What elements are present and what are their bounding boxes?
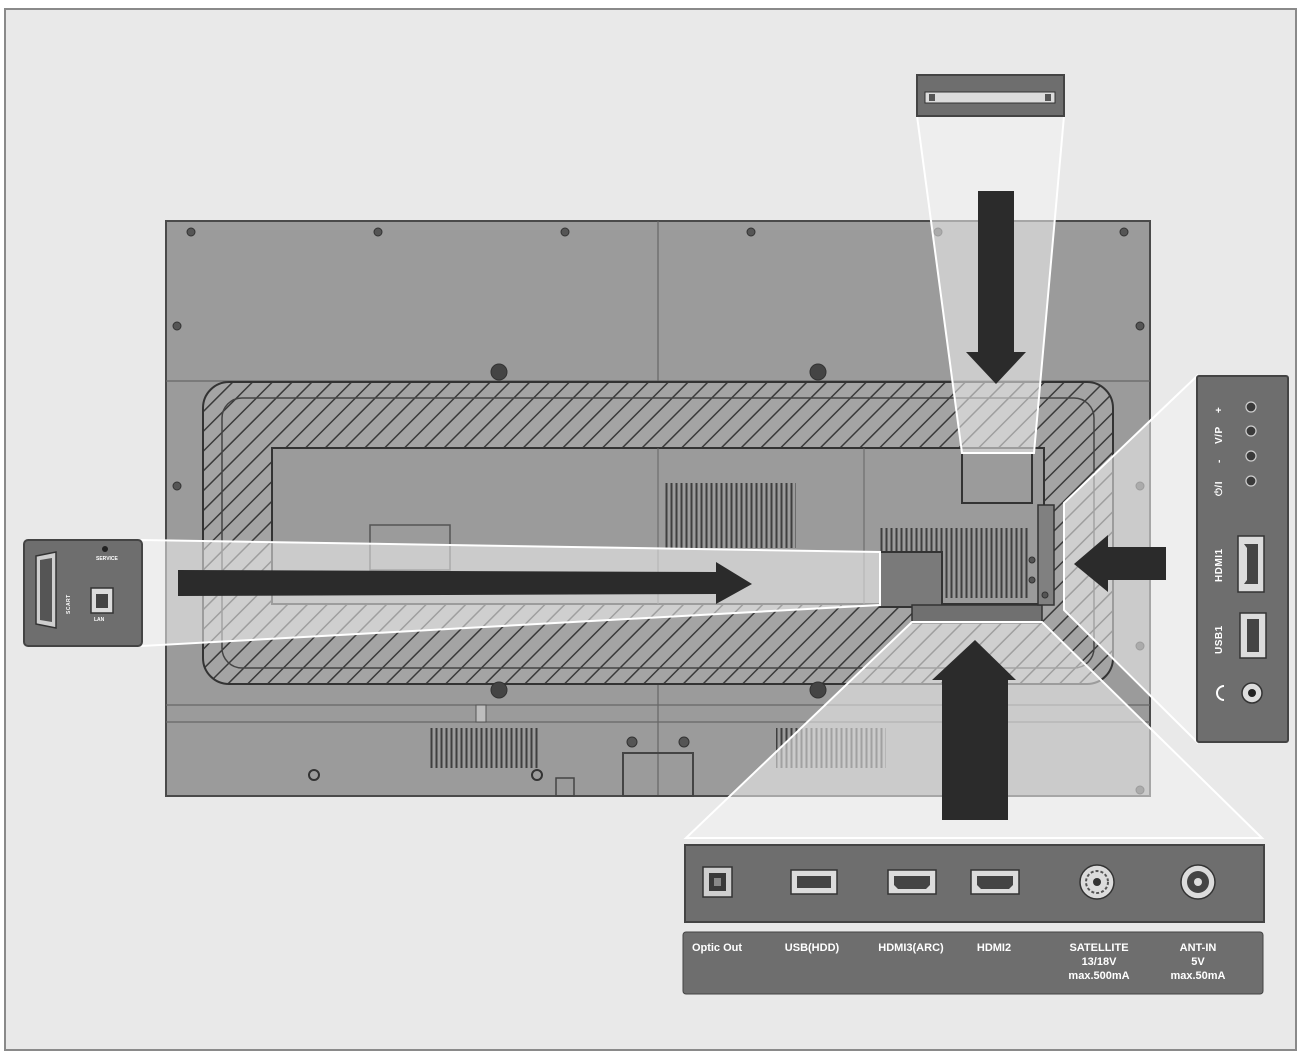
- hdmi3-arc-label: HDMI3(ARC): [878, 942, 944, 954]
- scart-port-icon: [35, 551, 57, 629]
- vp-label: V/P: [1214, 426, 1225, 444]
- side-connector-panel: [1196, 375, 1289, 743]
- service-label: SERVICE: [96, 556, 118, 562]
- usb1-label: USB1: [1214, 625, 1225, 654]
- ci-slot-panel: [916, 74, 1065, 117]
- usb1-port-icon: [1239, 612, 1267, 659]
- satellite-label: SATELLITE 13/18V max.500mA: [1068, 942, 1130, 982]
- optic-out-label: Optic Out: [691, 942, 743, 954]
- hdmi3-port-icon: [887, 869, 937, 895]
- coax-f-connector-icon: [1079, 864, 1115, 900]
- service-port-icon: [102, 546, 108, 552]
- hdmi2-label: HDMI2: [976, 942, 1012, 954]
- hdmi2-port-icon: [970, 869, 1020, 895]
- headphone-jack-icon: [1241, 682, 1263, 704]
- arrow-up: [932, 640, 1016, 820]
- lan-label: LAN: [94, 617, 105, 623]
- arrow-down: [966, 191, 1026, 384]
- scart-label: SCART: [66, 594, 72, 614]
- arrow-left: [1074, 535, 1166, 592]
- hdmi1-port-icon: [1237, 535, 1265, 593]
- antenna-port-icon: [1180, 864, 1216, 900]
- power-label: ⏻/I: [1214, 481, 1225, 496]
- bottom-connector-panel: [682, 844, 1265, 995]
- volume-minus-label: -: [1214, 459, 1225, 463]
- control-button-icon: [1245, 401, 1257, 487]
- left-connector-panel: [23, 539, 143, 647]
- optical-port-icon: [702, 866, 733, 898]
- hdmi1-label: HDMI1: [1214, 548, 1225, 582]
- arrows: [178, 191, 1166, 820]
- usb-hdd-label: USB(HDD): [784, 942, 840, 954]
- arrow-right: [178, 562, 752, 604]
- usb-port-icon: [790, 869, 838, 895]
- volume-plus-label: +: [1214, 406, 1225, 413]
- ant-in-label: ANT-IN 5V max.50mA: [1170, 942, 1226, 982]
- headphone-icon: [1216, 685, 1225, 701]
- ci-slot-icon: [924, 91, 1056, 104]
- lan-port-icon: [90, 587, 114, 614]
